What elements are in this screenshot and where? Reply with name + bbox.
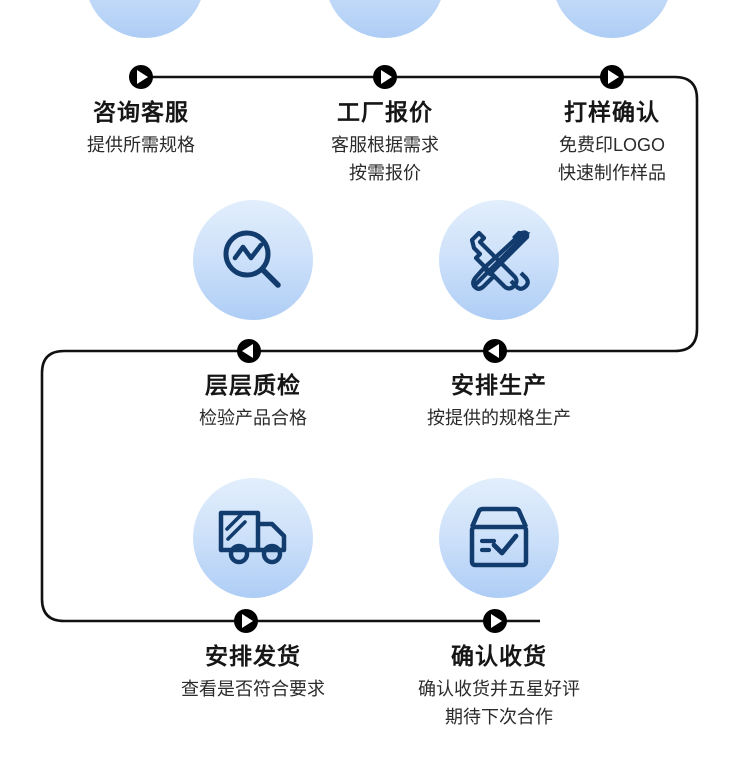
step-title-receipt: 确认收货 — [451, 643, 547, 669]
delivery-truck-icon — [218, 510, 287, 565]
icon-circle-production — [439, 200, 559, 320]
arrow-step-6 — [234, 609, 258, 633]
arrow-step-5 — [483, 339, 507, 363]
step-title-production: 安排生产 — [451, 372, 547, 398]
step-desc-production-line-1: 按提供的规格生产 — [427, 407, 571, 428]
step-title-sample: 打样确认 — [564, 99, 660, 125]
icon-circle-receipt — [439, 478, 559, 598]
step-desc-inspection-line-1: 检验产品合格 — [199, 407, 307, 428]
icon-circle-sample — [552, 0, 672, 38]
icon-circle-consult — [85, 0, 205, 38]
wrench-screwdriver-icon — [469, 230, 531, 291]
person-add-icon — [111, 0, 179, 12]
step-desc-shipping-line-1: 查看是否符合要求 — [181, 678, 325, 699]
step-text-receipt: 确认收货确认收货并五星好评期待下次合作 — [339, 642, 659, 732]
step-text-consult: 咨询客服提供所需规格 — [0, 98, 301, 160]
icon-circle-inspection — [193, 200, 313, 320]
arrow-step-7 — [483, 609, 507, 633]
arrow-step-1 — [129, 65, 153, 89]
step-title-consult: 咨询客服 — [93, 99, 189, 125]
box-check-icon — [469, 506, 529, 568]
step-title-shipping: 安排发货 — [205, 643, 301, 669]
step-desc-quote-line-2: 按需报价 — [349, 162, 421, 183]
step-desc-receipt-line-1: 确认收货并五星好评 — [418, 678, 580, 699]
step-text-inspection: 层层质检检验产品合格 — [93, 371, 413, 433]
arrow-step-3 — [600, 65, 624, 89]
step-desc-consult-line-1: 提供所需规格 — [87, 134, 195, 155]
step-text-production: 安排生产按提供的规格生产 — [339, 371, 659, 433]
step-text-sample: 打样确认免费印LOGO 快速制作样品 — [452, 98, 750, 188]
icon-circle-shipping — [193, 478, 313, 598]
step-desc-quote-line-1: 客服根据需求 — [331, 134, 439, 155]
icon-circle-quote — [325, 0, 445, 38]
arrow-step-4 — [237, 339, 261, 363]
sample-card-icon — [578, 0, 646, 12]
step-desc-receipt-line-2: 期待下次合作 — [445, 706, 553, 727]
step-desc-sample-line-2: 快速制作样品 — [558, 162, 666, 183]
step-title-inspection: 层层质检 — [205, 372, 301, 398]
step-text-shipping: 安排发货查看是否符合要求 — [93, 642, 413, 704]
magnifier-chart-icon — [223, 230, 281, 288]
step-text-quote: 工厂报价客服根据需求按需报价 — [225, 98, 545, 188]
step-desc-sample-line-1: 免费印LOGO — [558, 134, 665, 155]
step-title-quote: 工厂报价 — [337, 99, 433, 125]
arrow-step-2 — [373, 65, 397, 89]
check-badge-icon — [351, 0, 419, 12]
